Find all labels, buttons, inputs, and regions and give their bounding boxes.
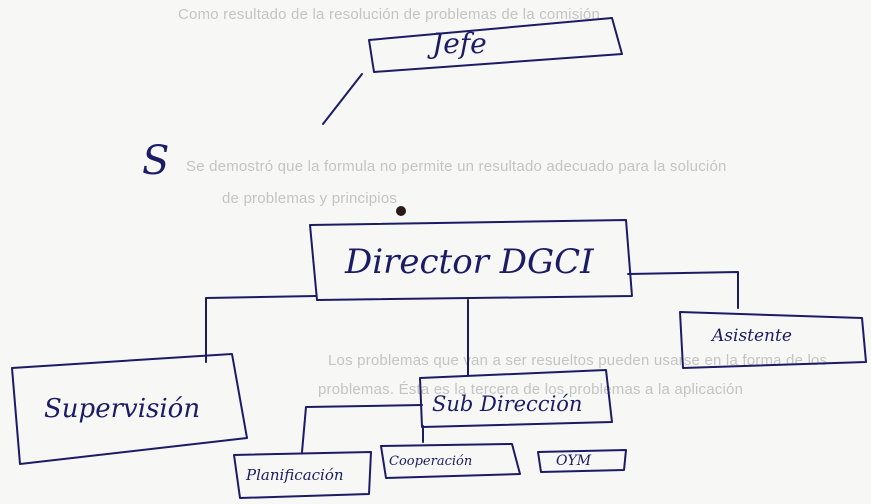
subdireccion-box (419, 369, 613, 428)
jefe-box (368, 17, 623, 73)
oym-label: OYM (556, 453, 592, 469)
asistente-label: Asistente (712, 326, 792, 346)
oym-box (537, 449, 627, 473)
letter-s-label: S (142, 138, 170, 184)
background-text-line-5: problemas. Ésta es la tercera de los pro… (318, 381, 744, 398)
supervision-box (11, 353, 248, 465)
jefe-connector (322, 73, 363, 125)
subdireccion-label: Sub Dirección (432, 392, 583, 416)
director-box (309, 219, 633, 301)
director-supervision-connector (205, 295, 317, 363)
planificacion-label: Planificación (246, 466, 344, 484)
cooperacion-label: Cooperación (389, 454, 473, 469)
jefe-label: Jefe (432, 27, 487, 60)
background-text-line-4: Los problemas que van a ser resueltos pu… (328, 352, 828, 369)
subdireccion-branch-connector (301, 404, 423, 453)
director-asistente-connector (627, 271, 739, 309)
background-text-line-1: Como resultado de la resolución de probl… (178, 6, 601, 23)
asistente-box (679, 311, 867, 369)
director-label: Director DGCI (345, 242, 594, 282)
background-text-line-2: Se demostró que la formula no permite un… (186, 158, 727, 175)
ink-blot (396, 206, 406, 216)
supervision-label: Supervisión (44, 394, 201, 424)
cooperacion-box (380, 443, 521, 479)
planificacion-box (233, 451, 372, 499)
background-text-line-3: de problemas y principios (222, 190, 398, 207)
